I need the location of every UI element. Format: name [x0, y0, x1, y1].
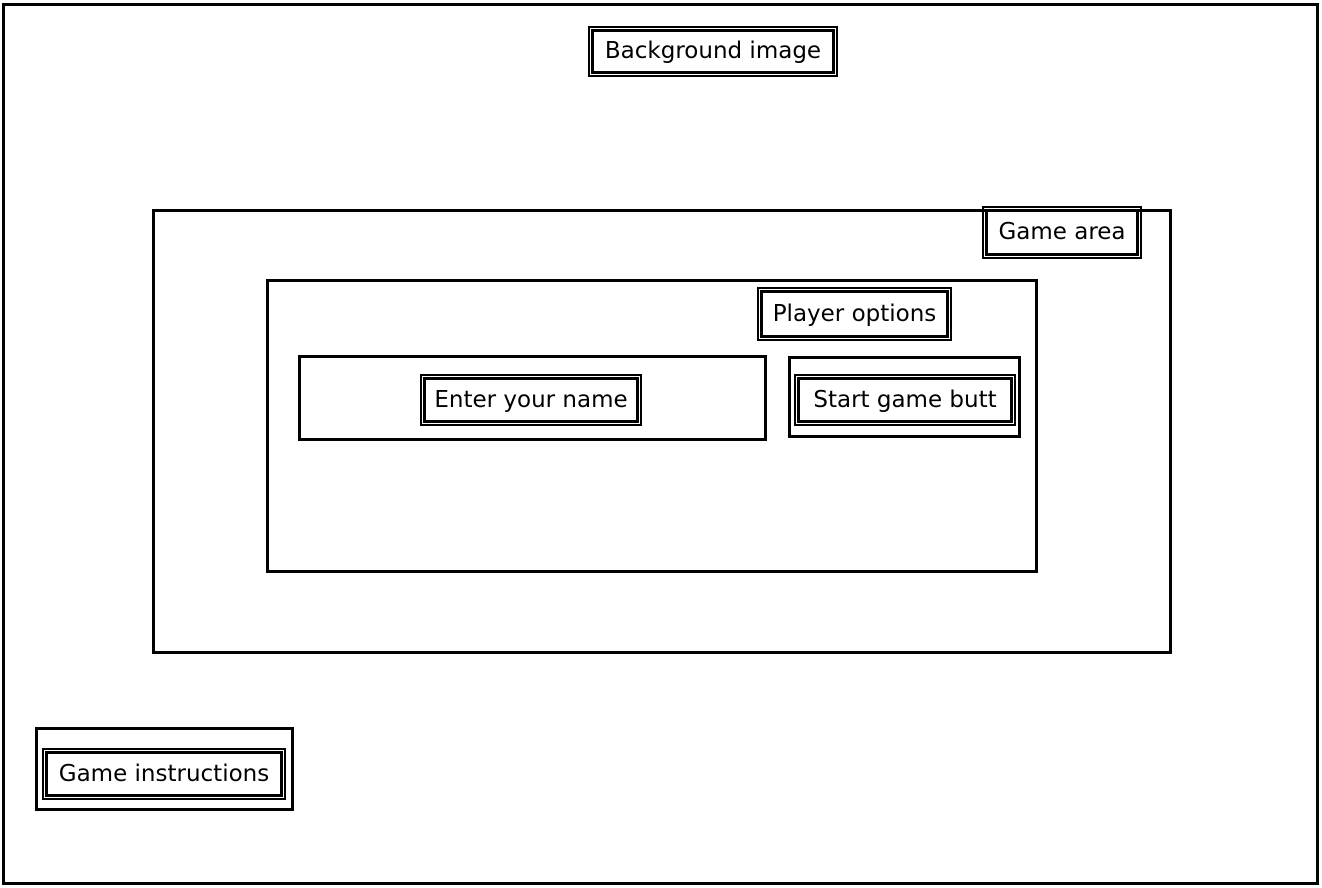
game-instructions-label: Game instructions — [42, 748, 286, 800]
game-area-box — [152, 209, 1172, 654]
background-image-label: Background image — [588, 26, 838, 77]
background-image-frame — [2, 3, 1319, 885]
start-game-button-label: Start game butt — [794, 374, 1016, 426]
player-options-box — [266, 279, 1038, 573]
player-options-label: Player options — [757, 287, 952, 341]
name-input-field[interactable] — [298, 355, 767, 441]
name-input-label: Enter your name — [420, 374, 642, 426]
game-area-label: Game area — [982, 206, 1142, 259]
start-game-button[interactable] — [788, 356, 1021, 438]
game-instructions-box — [35, 727, 294, 811]
